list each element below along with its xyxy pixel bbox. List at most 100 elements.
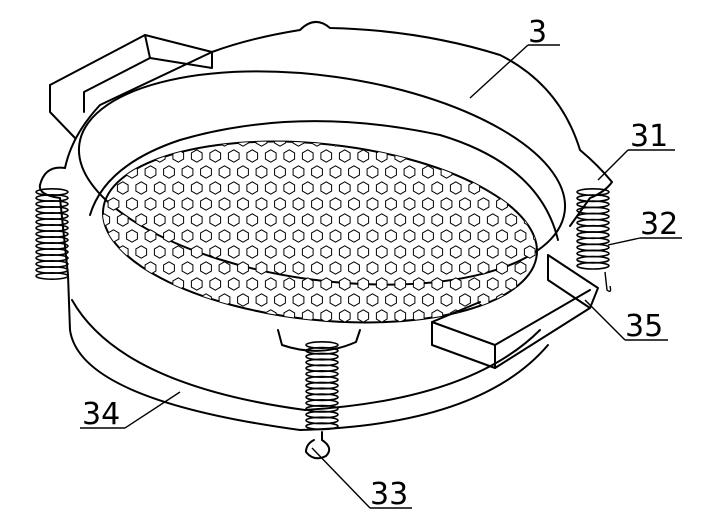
screen-hole: [533, 293, 545, 307]
screen-hole: [163, 165, 175, 179]
screen-hole: [523, 213, 536, 227]
screen-hole: [264, 309, 277, 323]
spring-coil: [576, 261, 610, 270]
screen-hole: [348, 165, 360, 179]
screen-hole: [93, 133, 101, 147]
screen-hole: [486, 181, 499, 195]
screen-hole: [181, 293, 194, 307]
screen-hole: [181, 229, 194, 243]
screen-hole: [468, 149, 481, 163]
screen-hole: [375, 277, 388, 291]
label-trough: 35: [625, 309, 663, 344]
screen-hole: [255, 197, 268, 211]
screen-hole: [561, 278, 572, 290]
screen-hole: [459, 293, 471, 307]
screen-hole: [255, 229, 268, 243]
label-hook: 33: [370, 477, 408, 512]
screen-hole: [320, 245, 333, 259]
screen-hole: [449, 245, 462, 259]
spring-coil: [305, 422, 339, 431]
screen-hole: [348, 293, 360, 307]
screen-hole: [412, 245, 425, 259]
screen-hole: [403, 197, 416, 211]
screen-hole: [116, 149, 129, 163]
screen-hole: [459, 197, 471, 211]
screen-hole: [163, 293, 175, 307]
screen-hole: [329, 325, 342, 339]
screen-hole: [153, 181, 166, 195]
screen-hole: [255, 165, 268, 179]
screen-hole: [190, 309, 203, 323]
screen-hole: [292, 133, 305, 147]
screen-hole: [172, 213, 185, 227]
screen-hole: [301, 245, 314, 259]
screen-hole: [301, 213, 314, 227]
screen-hole: [320, 149, 333, 163]
screen-hole: [311, 293, 323, 307]
screen-hole: [200, 229, 212, 243]
screen-hole: [561, 342, 572, 354]
screen-hole: [255, 133, 268, 147]
screen-hole: [357, 149, 370, 163]
screen-hole: [283, 181, 296, 195]
screen-hole: [505, 341, 518, 343]
screen-hole: [246, 341, 259, 343]
screen-hole: [107, 197, 120, 211]
screen-hole: [385, 293, 397, 307]
screen-hole: [431, 149, 444, 163]
screen-hole: [385, 165, 397, 179]
screen-hole: [135, 213, 148, 227]
screen-hole: [403, 165, 416, 179]
screen-hole: [366, 197, 379, 211]
screen-hole: [218, 261, 231, 275]
screen-hole: [459, 261, 471, 275]
screen-hole: [440, 293, 453, 307]
screen-hole: [163, 229, 175, 243]
screen-hole: [190, 341, 203, 343]
screen-hole: [292, 165, 305, 179]
screen-hole: [190, 245, 203, 259]
screen-hole: [505, 309, 518, 323]
screen-hole: [320, 181, 333, 195]
screen-hole: [412, 181, 425, 195]
screen-hole: [329, 197, 342, 211]
screen-hole: [237, 165, 249, 179]
screen-hole: [357, 277, 370, 291]
screen-hole: [422, 165, 434, 179]
coil-spring: [305, 340, 339, 431]
screen-hole: [422, 197, 434, 211]
spring-coil: [35, 271, 69, 280]
screen-hole: [375, 309, 388, 323]
screen-hole: [375, 181, 388, 195]
screen-hole: [311, 197, 323, 211]
screen-hole: [329, 229, 342, 243]
screen-hole: [264, 149, 277, 163]
screen-hole: [227, 277, 240, 291]
screen-hole: [209, 277, 222, 291]
screen-hole: [468, 181, 481, 195]
screen-hole: [311, 165, 323, 179]
screen-hole: [533, 229, 545, 243]
screen-hole: [496, 261, 508, 275]
screen-hole: [449, 149, 462, 163]
screen-hole: [533, 165, 545, 179]
screen-hole: [292, 261, 305, 275]
base-ring: [67, 274, 549, 431]
screen-hole: [98, 341, 111, 343]
trough-left: [49, 34, 213, 139]
screen-hole: [246, 213, 259, 227]
screen-hole: [561, 246, 572, 258]
screen-hole: [218, 197, 231, 211]
screen-hole: [375, 245, 388, 259]
screen-hole: [366, 293, 379, 307]
screen-hole: [153, 309, 166, 323]
screen-hole: [255, 325, 268, 339]
screen-hole: [542, 181, 547, 195]
screen-hole: [246, 149, 259, 163]
screen-hole: [107, 133, 120, 147]
screen-hole: [477, 293, 490, 307]
screen-hole: [93, 261, 101, 275]
screen-hole: [218, 229, 231, 243]
screen-hole: [394, 245, 407, 259]
screen-hole: [274, 229, 286, 243]
